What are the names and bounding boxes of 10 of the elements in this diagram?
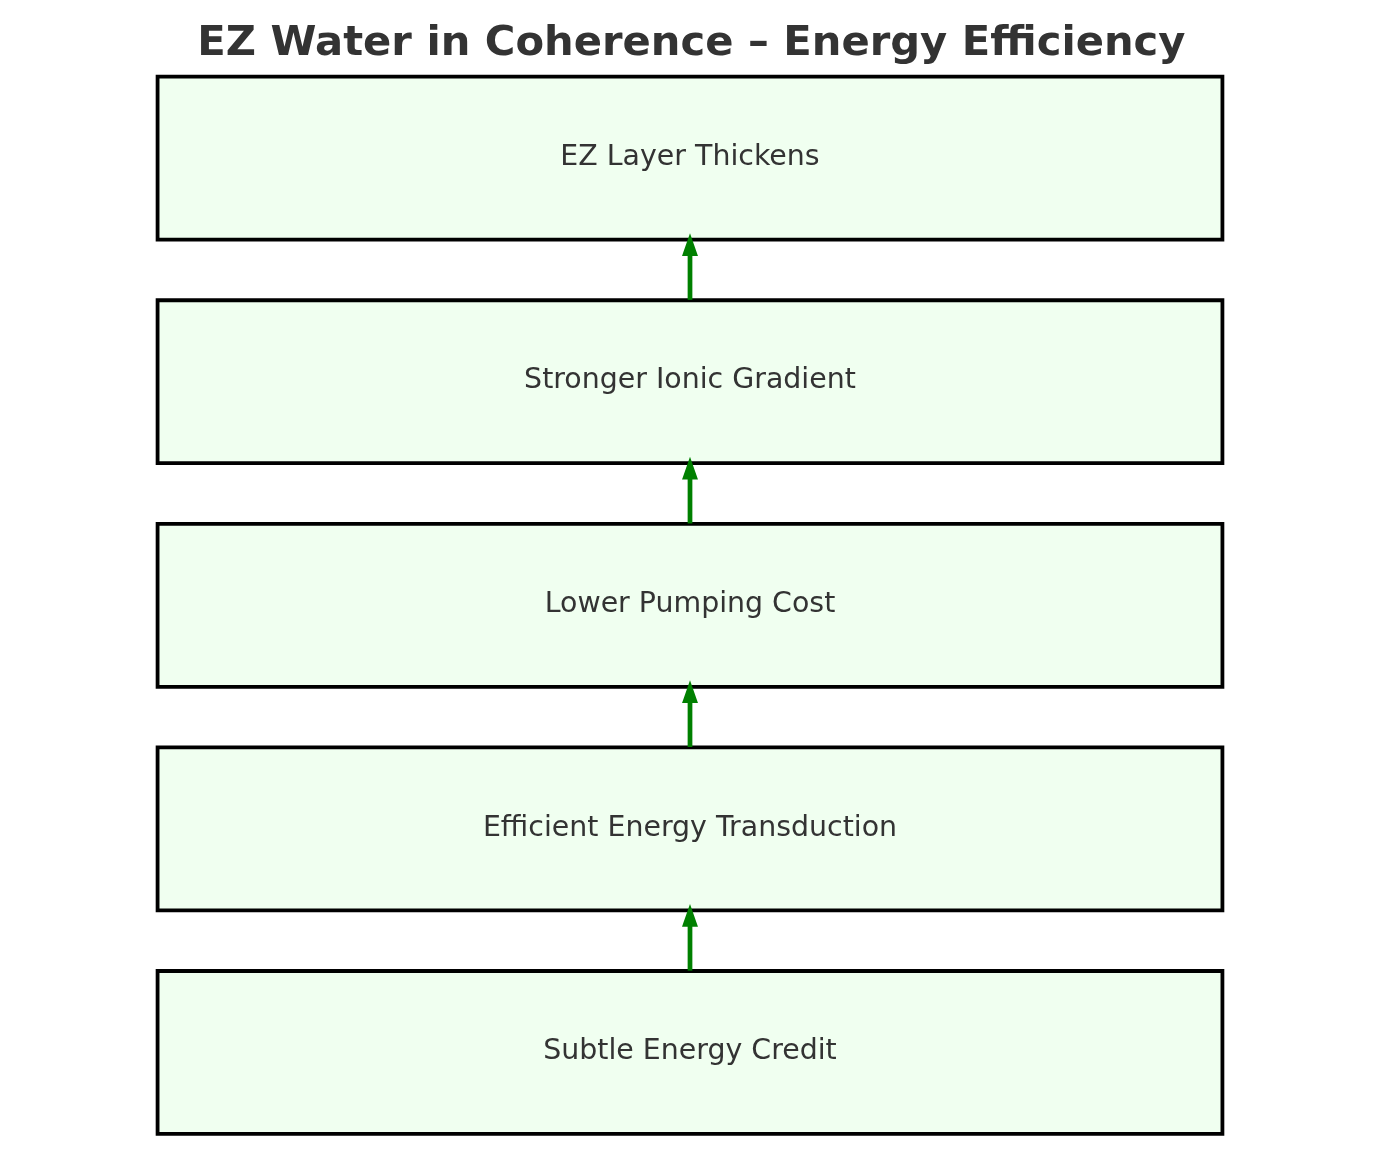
node-box: Lower Pumping Cost	[155, 521, 1225, 689]
arrow	[682, 903, 698, 971]
node-box: EZ Layer Thickens	[155, 74, 1225, 242]
arrow	[682, 233, 698, 300]
node-box: Subtle Energy Credit	[155, 969, 1225, 1136]
arrow	[682, 680, 698, 747]
node-box: Stronger Ionic Gradient	[155, 298, 1225, 466]
node-box: Efficient Energy Transduction	[155, 745, 1225, 913]
arrow	[682, 456, 698, 524]
diagram-title: EZ Water in Coherence – Energy Efficiency	[197, 16, 1186, 66]
